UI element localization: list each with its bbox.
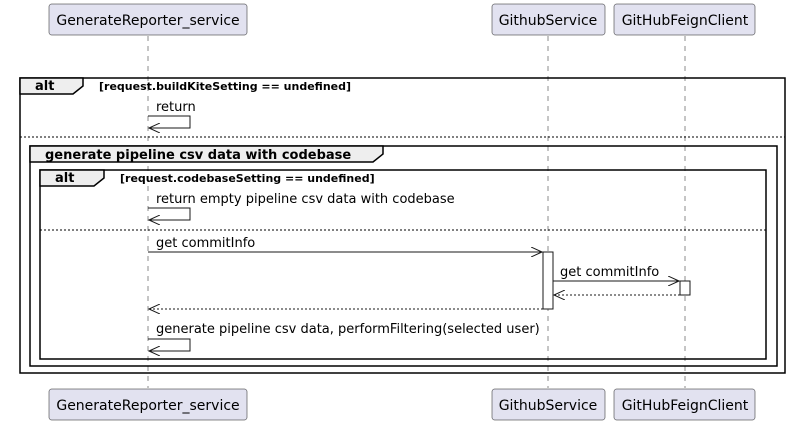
message-generate-label: generate pipeline csv data, performFilte… xyxy=(156,322,540,337)
message-get-commit-info-1: get commitInfo xyxy=(148,236,542,252)
participant-reporter-label: GenerateReporter_service xyxy=(56,13,239,29)
group-frame: generate pipeline csv data with codebase xyxy=(29,145,778,367)
outer-alt-frame: alt [request.buildKiteSetting == undefin… xyxy=(19,77,786,374)
inner-alt-keyword: alt xyxy=(55,171,74,186)
message-return-empty-label: return empty pipeline csv data with code… xyxy=(156,192,455,207)
message-generate: generate pipeline csv data, performFilte… xyxy=(148,322,540,351)
inner-alt-guard: [request.codebaseSetting == undefined] xyxy=(120,172,375,185)
message-get-commit-info-1-label: get commitInfo xyxy=(156,236,255,251)
message-get-commit-info-2-label: get commitInfo xyxy=(560,265,659,280)
message-return-label: return xyxy=(156,100,196,115)
participant-github-service-label: GithubService xyxy=(499,13,598,29)
participant-reporter-bottom: GenerateReporter_service xyxy=(48,388,248,421)
participant-reporter-top: GenerateReporter_service xyxy=(48,3,248,36)
participant-feign-client-label: GitHubFeignClient xyxy=(622,13,749,29)
participant-reporter-bottom-label: GenerateReporter_service xyxy=(56,398,239,414)
message-return: return xyxy=(148,100,196,128)
inner-alt-frame: alt [request.codebaseSetting == undefine… xyxy=(39,169,767,360)
outer-alt-keyword: alt xyxy=(35,79,54,94)
activation-feign-client xyxy=(679,280,691,296)
participant-feign-client-bottom: GitHubFeignClient xyxy=(613,388,756,421)
participant-feign-client-top: GitHubFeignClient xyxy=(613,3,756,36)
participant-github-service-bottom: GithubService xyxy=(491,388,606,421)
participant-github-service-bottom-label: GithubService xyxy=(499,398,598,414)
message-get-commit-info-2: get commitInfo xyxy=(553,265,679,281)
group-label: generate pipeline csv data with codebase xyxy=(45,148,351,163)
outer-alt-guard: [request.buildKiteSetting == undefined] xyxy=(99,80,351,93)
participant-feign-client-bottom-label: GitHubFeignClient xyxy=(622,398,749,414)
participant-github-service-top: GithubService xyxy=(491,3,606,36)
activation-github-service xyxy=(542,251,554,310)
message-return-empty: return empty pipeline csv data with code… xyxy=(148,192,455,220)
